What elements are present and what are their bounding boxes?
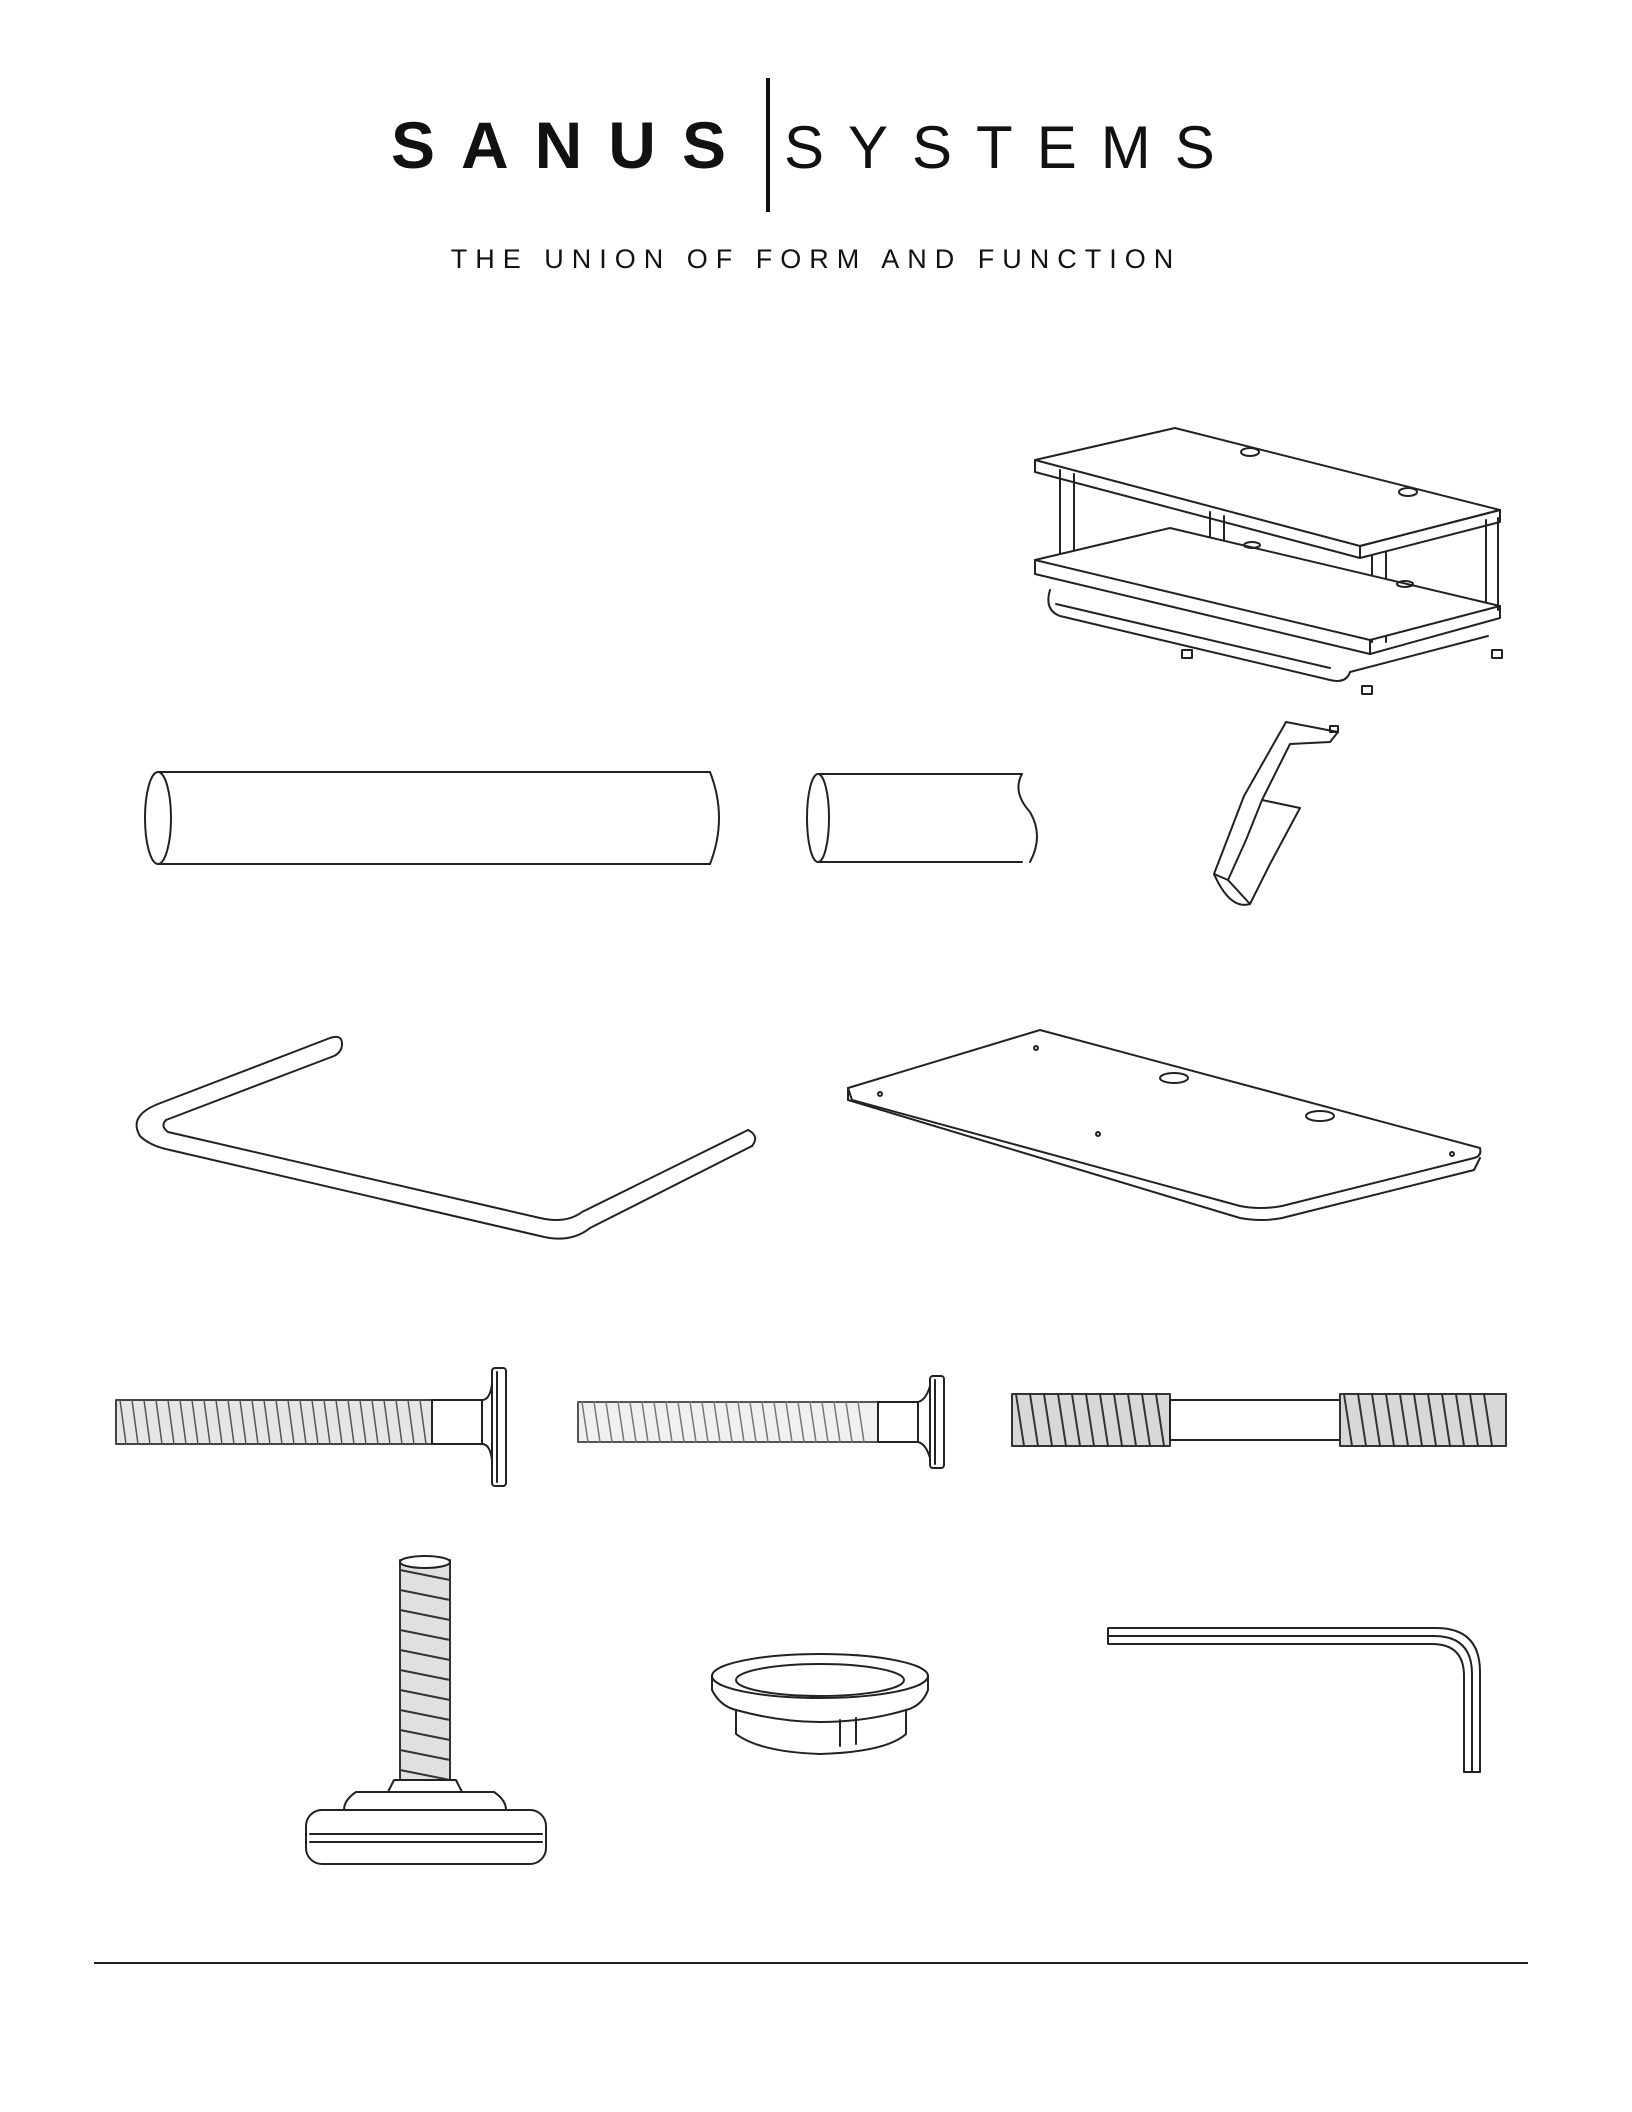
u-frame-illustration [137, 1037, 756, 1239]
shelf-panel-illustration [848, 1030, 1480, 1220]
allen-wrench-illustration [1108, 1628, 1480, 1772]
double-threaded-stud-illustration [1012, 1394, 1506, 1446]
leveling-foot-illustration [306, 1556, 546, 1864]
footer-rule [94, 1962, 1528, 1964]
grommet-ring-illustration [712, 1654, 928, 1754]
bracket-illustration [1214, 722, 1338, 905]
long-tube-illustration [145, 772, 719, 864]
long-bolt-illustration [116, 1368, 506, 1486]
assembled-stand-illustration [1035, 428, 1502, 694]
short-tube-illustration [807, 774, 1037, 862]
medium-bolt-illustration [578, 1376, 944, 1468]
